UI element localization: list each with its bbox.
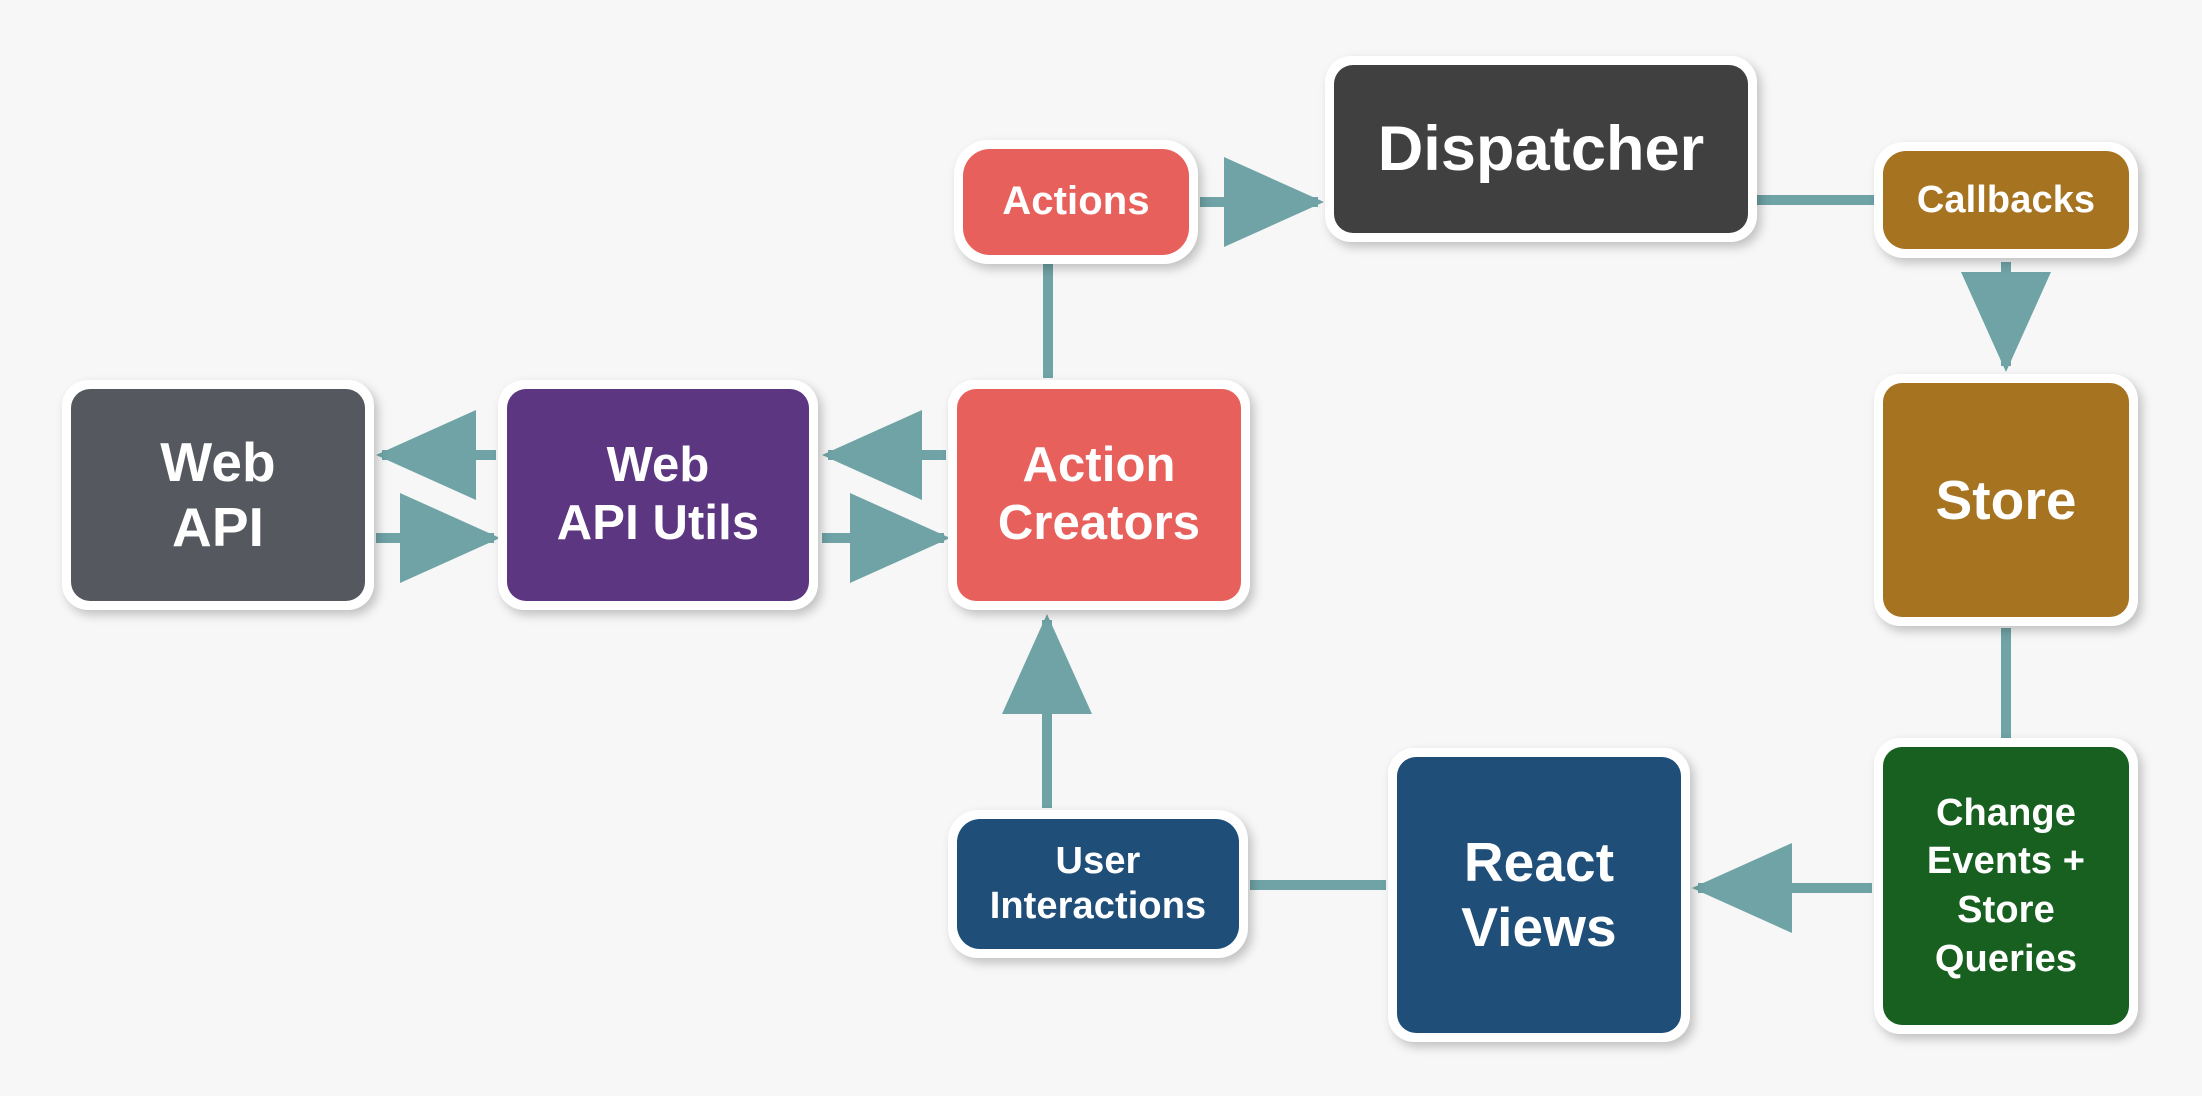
- node-dispatcher-fill: Dispatcher: [1334, 65, 1748, 233]
- node-store-fill: Store: [1883, 383, 2129, 617]
- node-dispatcher[interactable]: Dispatcher: [1325, 56, 1757, 242]
- node-callbacks-fill: Callbacks: [1883, 151, 2129, 249]
- node-web-api[interactable]: Web API: [62, 380, 374, 610]
- node-web-api-fill: Web API: [71, 389, 365, 601]
- node-actions-fill: Actions: [963, 149, 1189, 255]
- node-actions[interactable]: Actions: [954, 140, 1198, 264]
- node-user-interactions[interactable]: User Interactions: [948, 810, 1248, 958]
- node-web-api-utils[interactable]: Web API Utils: [498, 380, 818, 610]
- node-callbacks[interactable]: Callbacks: [1874, 142, 2138, 258]
- node-react-views-fill: React Views: [1397, 757, 1681, 1033]
- node-action-creators[interactable]: Action Creators: [948, 380, 1250, 610]
- node-react-views[interactable]: React Views: [1388, 748, 1690, 1042]
- node-action-creators-fill: Action Creators: [957, 389, 1241, 601]
- node-change-events-store-queries[interactable]: Change Events + Store Queries: [1874, 738, 2138, 1034]
- node-store[interactable]: Store: [1874, 374, 2138, 626]
- node-change-events-fill: Change Events + Store Queries: [1883, 747, 2129, 1025]
- node-user-interactions-fill: User Interactions: [957, 819, 1239, 949]
- node-web-api-utils-fill: Web API Utils: [507, 389, 809, 601]
